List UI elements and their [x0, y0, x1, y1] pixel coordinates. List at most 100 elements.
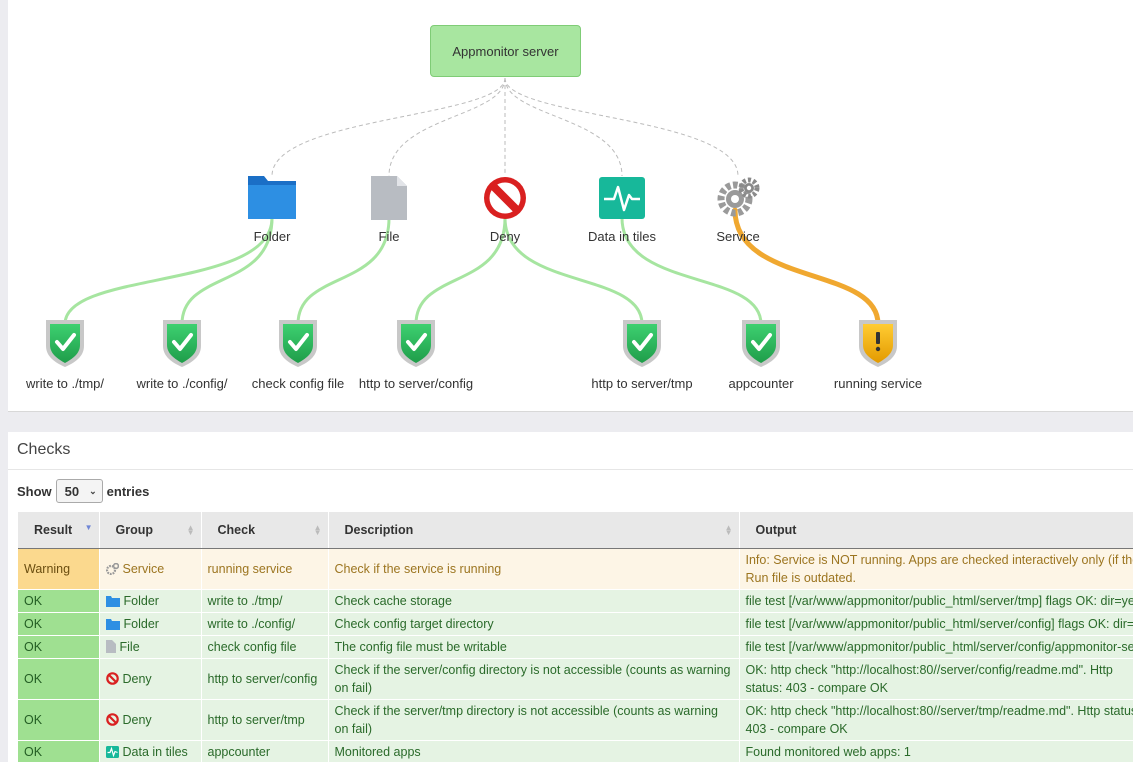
table-header-row: Result▼ Group▲▼ Check▲▼ Description▲▼ Ou… [18, 512, 1133, 549]
ok-shield-icon-config-file[interactable] [277, 318, 319, 369]
appmonitor-server-node[interactable]: Appmonitor server [430, 25, 581, 77]
table-row[interactable]: Warning Service running service Check if… [18, 548, 1133, 590]
gears-icon[interactable] [717, 177, 760, 217]
group-cell: Deny [99, 658, 202, 700]
check-edge [180, 216, 274, 326]
output-cell: OK: http check "http://localhost:80//ser… [739, 658, 1133, 700]
column-header-result[interactable]: Result▼ [18, 512, 100, 549]
group-cell: Folder [99, 612, 202, 636]
result-cell: OK [18, 612, 100, 636]
group-label-folder: Folder [253, 229, 291, 244]
entries-length-control: Show 50 ⌄ entries [17, 479, 149, 503]
check-label-running-service: running service [833, 376, 923, 391]
group-cell: File [99, 635, 202, 659]
group-label: File [119, 639, 140, 654]
warning-shield-icon-running-service[interactable] [859, 320, 897, 367]
check-label-write-config: write to ./config/ [136, 376, 228, 391]
description-cell: Check config target directory [328, 612, 740, 636]
group-label: Data in tiles [122, 744, 188, 759]
column-header-label: Description [344, 522, 414, 537]
group-cell: Data in tiles [99, 740, 202, 762]
table-row[interactable]: OK Data in tiles appcounter Monitored ap… [18, 740, 1133, 762]
deny-icon [105, 671, 119, 685]
deny-icon [105, 712, 119, 726]
panel-divider [8, 469, 1133, 470]
output-cell: file test [/var/www/appmonitor/public_ht… [739, 612, 1133, 636]
group-label-service: Service [716, 229, 760, 244]
column-header-group[interactable]: Group▲▼ [99, 512, 202, 549]
check-cell: http to server/tmp [201, 699, 329, 741]
column-header-description[interactable]: Description▲▼ [328, 512, 740, 549]
group-label-deny: Deny [489, 229, 521, 244]
check-edge [296, 216, 391, 326]
checks-table: Result▼ Group▲▼ Check▲▼ Description▲▼ Ou… [18, 512, 1133, 762]
check-cell: write to ./tmp/ [201, 589, 329, 613]
group-cell: Service [99, 548, 202, 590]
ok-shield-icon-appcounter[interactable] [740, 318, 782, 369]
description-cell: The config file must be writable [328, 635, 740, 659]
column-header-label: Output [755, 522, 797, 537]
description-cell: Check if the service is running [328, 548, 740, 590]
ok-shield-icon-http-tmp[interactable] [621, 318, 663, 369]
deny-icon[interactable] [484, 177, 526, 219]
chevron-down-icon: ⌄ [89, 485, 97, 496]
check-label-write-tmp: write to ./tmp/ [25, 376, 105, 391]
output-cell: Info: Service is NOT running. Apps are c… [739, 548, 1133, 590]
group-cell: Deny [99, 699, 202, 741]
group-label-data-in-tiles: Data in tiles [588, 229, 656, 244]
check-cell: write to ./config/ [201, 612, 329, 636]
file-icon[interactable] [371, 176, 407, 220]
server-edge [504, 77, 739, 177]
server-edge [504, 77, 623, 177]
column-header-check[interactable]: Check▲▼ [201, 512, 329, 549]
check-cell: http to server/config [201, 658, 329, 700]
file-icon [105, 639, 116, 653]
check-label-http-config: http to server/config [358, 376, 474, 391]
checks-title: Checks [17, 441, 71, 458]
entries-select[interactable]: 50 ⌄ [55, 479, 103, 503]
result-cell: OK [18, 589, 100, 613]
table-row[interactable]: OK Deny http to server/tmp Check if the … [18, 699, 1133, 741]
server-node-label: Appmonitor server [452, 43, 559, 59]
tiles-icon [105, 745, 119, 758]
output-cell: Found monitored web apps: 1 [739, 740, 1133, 762]
check-edge [732, 207, 881, 327]
group-label: Deny [122, 712, 152, 727]
check-label-appcounter: appcounter [728, 376, 794, 391]
check-cell: check config file [201, 635, 329, 659]
check-edge [414, 216, 507, 326]
output-cell: file test [/var/www/appmonitor/public_ht… [739, 635, 1133, 659]
column-header-output[interactable]: Output [739, 512, 1133, 549]
ok-shield-icon-http-config[interactable] [395, 318, 437, 369]
description-cell: Check if the server/tmp directory is not… [328, 699, 740, 741]
folder-icon[interactable] [248, 176, 296, 219]
group-label: Folder [123, 593, 159, 608]
result-cell: OK [18, 699, 100, 741]
result-cell: OK [18, 635, 100, 659]
group-cell: Folder [99, 589, 202, 613]
entries-select-value: 50 [64, 483, 80, 499]
gears-icon [105, 562, 119, 575]
check-edge [620, 216, 763, 326]
group-label-file: File [378, 229, 400, 244]
table-row[interactable]: OK Deny http to server/config Check if t… [18, 658, 1133, 700]
ok-shield-icon-write-tmp[interactable] [44, 318, 86, 369]
ok-shield-icon-write-config[interactable] [161, 318, 203, 369]
sort-icon: ▲▼ [313, 523, 322, 537]
result-cell: OK [18, 740, 100, 762]
folder-icon [105, 618, 120, 630]
check-label-http-tmp: http to server/tmp [591, 376, 693, 391]
group-label: Deny [122, 671, 152, 686]
entries-label: entries [106, 483, 150, 499]
result-cell: Warning [18, 548, 100, 590]
output-cell: file test [/var/www/appmonitor/public_ht… [739, 589, 1133, 613]
column-header-label: Result [34, 522, 73, 537]
sort-icon: ▲▼ [186, 523, 195, 537]
output-cell: OK: http check "http://localhost:80//ser… [739, 699, 1133, 741]
table-row[interactable]: OK File check config file The config fil… [18, 635, 1133, 659]
table-row[interactable]: OK Folder write to ./config/ Check confi… [18, 612, 1133, 636]
check-cell: running service [201, 548, 329, 590]
table-row[interactable]: OK Folder write to ./tmp/ Check cache st… [18, 589, 1133, 613]
dependency-graph [44, 77, 897, 369]
tiles-icon[interactable] [599, 177, 645, 219]
